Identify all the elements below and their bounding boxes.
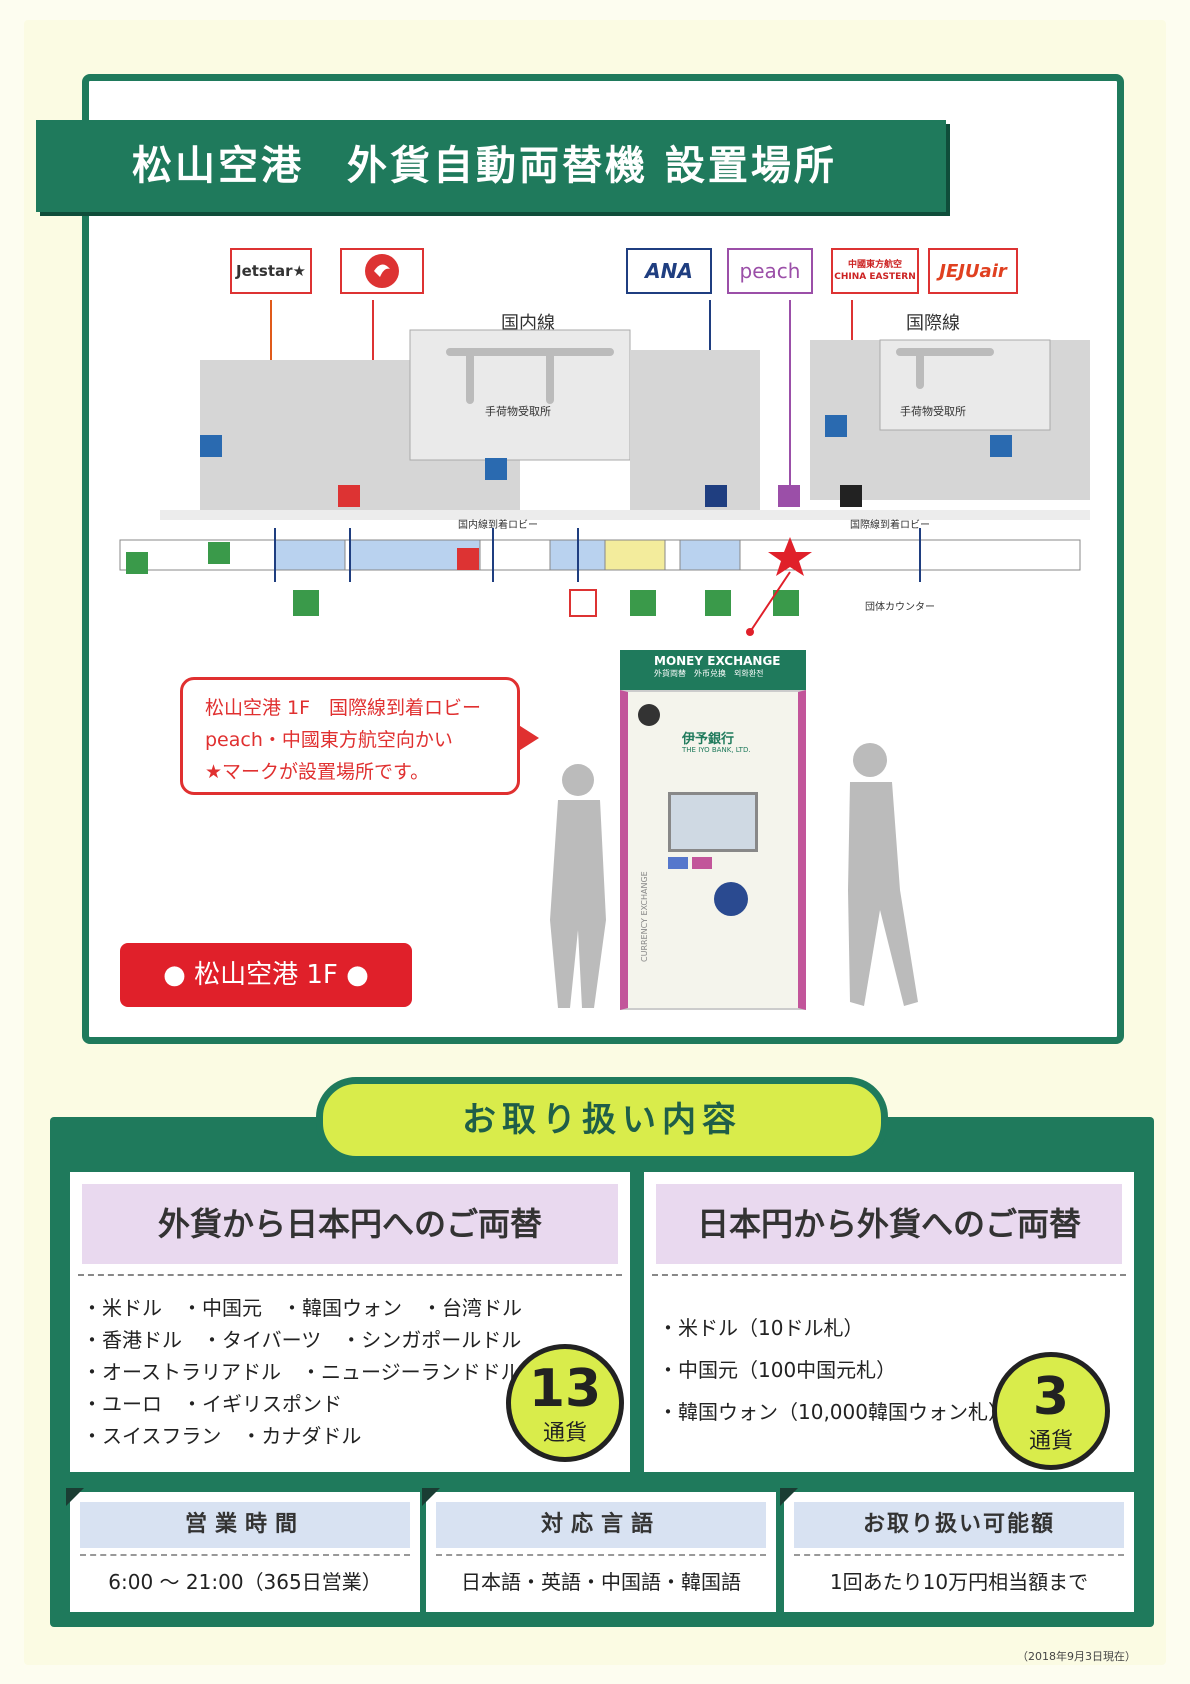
bank-name-en: THE IYO BANK, LTD. — [682, 746, 751, 754]
location-callout: 松山空港 1F 国際線到着ロビー peach・中國東方航空向かい ★マークが設置… — [180, 677, 539, 795]
currency-line: ・米ドル（10ドル札） — [658, 1316, 864, 1340]
camera-icon — [638, 704, 660, 726]
currency-count: 13 — [528, 1359, 602, 1419]
person-silhouette-left — [550, 764, 606, 1008]
currency-count: 3 — [1032, 1367, 1070, 1427]
coin-tray[interactable] — [714, 882, 748, 916]
exchange-machine: MONEY EXCHANGE 外貨両替 外币兑换 외화환전 伊予銀行 THE I… — [620, 650, 806, 1020]
hours-heading: 営業時間 — [80, 1502, 410, 1548]
currency-count-badge: 13 通貨 — [506, 1344, 624, 1462]
jal-logo — [340, 248, 424, 294]
ana-logo: ANA — [626, 248, 712, 294]
machine-header-title: MONEY EXCHANGE — [654, 654, 781, 668]
pin-icon — [780, 1488, 798, 1506]
baggage-claim-label: 手荷物受取所 — [485, 404, 551, 418]
limit-value: 1回あたり10万円相当額まで — [829, 1570, 1089, 1594]
yen-to-foreign-heading: 日本円から外貨へのご両替 — [656, 1184, 1122, 1264]
machine-header-sub: 外貨両替 外币兑换 외화환전 — [654, 669, 764, 678]
currency-line: ・韓国ウォン（10,000韓国ウォン札） — [658, 1400, 1008, 1424]
machine-screen[interactable] — [668, 792, 758, 852]
currency-line: ・香港ドル ・タイバーツ ・シンガポールドル — [82, 1328, 522, 1352]
jal-crane-icon — [365, 254, 399, 288]
currency-unit: 通貨 — [542, 1421, 587, 1446]
foreign-to-yen-card: 外貨から日本円へのご両替 ・米ドル ・中国元 ・韓国ウォン ・台湾ドル ・香港ド… — [70, 1172, 630, 1472]
floor-map: 手荷物受取所 手荷物受取所 国内線到着ロビー 国際線到着ロビー 団体カウンター — [119, 300, 1090, 636]
currency-count-badge: 3 通貨 — [992, 1352, 1110, 1470]
foreign-to-yen-heading: 外貨から日本円へのご両替 — [82, 1184, 618, 1264]
limit-heading: お取り扱い可能額 — [794, 1502, 1124, 1548]
china-eastern-logo: 中國東方航空 CHINA EASTERN — [831, 248, 919, 294]
hours-value: 6:00 ～ 21:00（365日営業） — [108, 1570, 382, 1594]
languages-box: 対応言語 日本語・英語・中国語・韓国語 — [422, 1488, 776, 1612]
jetstar-logo: Jetstar★ — [230, 248, 312, 294]
pin-icon — [66, 1488, 84, 1506]
hours-box: 営業時間 6:00 ～ 21:00（365日営業） — [66, 1488, 420, 1612]
info-divider — [794, 1554, 1124, 1556]
exchange-location-star — [768, 537, 812, 576]
card-divider — [78, 1274, 622, 1276]
floor-tag: ● 松山空港 1F ● — [120, 943, 412, 1007]
info-divider — [80, 1554, 410, 1556]
domestic-label: 国内線 — [501, 313, 555, 334]
languages-heading: 対応言語 — [436, 1502, 766, 1548]
limit-box: お取り扱い可能額 1回あたり10万円相当額まで — [780, 1488, 1134, 1612]
machine-header: MONEY EXCHANGE 外貨両替 外币兑换 외화환전 — [620, 650, 806, 690]
card-slot[interactable] — [668, 857, 688, 869]
currency-line: ・中国元（100中国元札） — [658, 1358, 897, 1382]
date-note: （2018年9月3日現在） — [1017, 1650, 1136, 1663]
bill-slot[interactable] — [692, 857, 712, 869]
intl-lobby-label: 国際線到着ロビー — [850, 518, 930, 531]
page-title: 松山空港 外貨自動両替機 設置場所 — [36, 120, 946, 212]
languages-value: 日本語・英語・中国語・韓国語 — [461, 1570, 741, 1594]
currency-line: ・米ドル ・中国元 ・韓国ウォン ・台湾ドル — [82, 1296, 522, 1320]
currency-line: ・オーストラリアドル ・ニュージーランドドル — [82, 1360, 521, 1384]
currency-line: ・ユーロ ・イギリスポンド — [82, 1392, 342, 1416]
international-label: 国際線 — [906, 313, 960, 334]
services-title: お取り扱い内容 — [316, 1077, 888, 1163]
currency-unit: 通貨 — [1028, 1429, 1073, 1454]
jejuair-logo: JEJUair — [928, 248, 1018, 294]
yen-to-foreign-card: 日本円から外貨へのご両替 ・米ドル（10ドル札） ・中国元（100中国元札） ・… — [644, 1172, 1134, 1472]
machine-side-label: CURRENCY EXCHANGE — [640, 871, 649, 962]
peach-logo: peach — [727, 248, 813, 294]
callout-line-1: 松山空港 1F 国際線到着ロビー — [205, 697, 482, 719]
bank-name: 伊予銀行 — [682, 732, 735, 747]
group-counter-label: 団体カウンター — [865, 601, 935, 613]
pin-icon — [422, 1488, 440, 1506]
callout-line-2: peach・中國東方航空向かい — [205, 729, 453, 751]
person-silhouette-right — [848, 743, 918, 1006]
baggage-claim-intl-label: 手荷物受取所 — [900, 404, 966, 418]
card-divider — [652, 1274, 1126, 1276]
callout-line-3: ★マークが設置場所です。 — [205, 761, 430, 783]
machine-body: 伊予銀行 THE IYO BANK, LTD. CURRENCY EXCHANG… — [620, 690, 806, 1010]
currency-line: ・スイスフラン ・カナダドル — [82, 1424, 362, 1448]
info-divider — [436, 1554, 766, 1556]
domestic-lobby-label: 国内線到着ロビー — [458, 518, 538, 531]
